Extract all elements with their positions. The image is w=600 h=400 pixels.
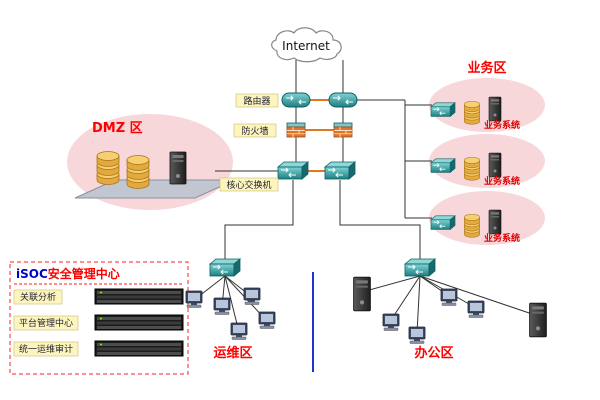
firewall-icon-left <box>286 122 306 138</box>
workstation-icon <box>243 287 261 305</box>
internet-cloud: Internet <box>271 27 342 63</box>
firewall-label: 防火墙 <box>241 125 268 137</box>
router-label-tag <box>235 93 279 108</box>
rack-server-icon-1 <box>94 288 184 305</box>
dmz-server-icon <box>169 151 187 185</box>
ops-zone-label: 运维区 <box>213 345 252 361</box>
isoc-item-label-2: 平台管理中心 <box>19 317 73 329</box>
connection-lines <box>193 60 539 334</box>
router-label: 路由器 <box>243 95 270 107</box>
workstation-icon <box>440 288 458 306</box>
business-zone-ellipse-1 <box>429 78 545 132</box>
workstation-icon <box>213 297 231 315</box>
rack-server-icon-3 <box>94 340 184 357</box>
business-zone-ellipse-2 <box>429 134 545 188</box>
internet-label: Internet <box>282 39 330 53</box>
workstation-icon <box>258 311 276 329</box>
business-system-label-2: 业务系统 <box>484 175 520 187</box>
office-server-icon-left <box>353 276 371 312</box>
firewall-icon-right <box>333 122 353 138</box>
inter-device-links <box>305 99 334 172</box>
isoc-title: iSOC安全管理中心 <box>16 266 120 281</box>
office-devices <box>353 276 547 344</box>
ops-switch-icon <box>209 258 241 277</box>
business-system-label-1: 业务系统 <box>484 119 520 131</box>
storage-disks-icon-2 <box>127 156 149 189</box>
workstation-icon <box>185 290 203 308</box>
rack-server-icon-2 <box>94 314 184 331</box>
zone-labels: DMZ 区 业务区 业务系统 业务系统 业务系统 运维区 办公区 <box>92 60 520 361</box>
ops-workstations <box>185 287 276 340</box>
core-switch-label-tag <box>219 177 279 192</box>
isoc-title-prefix: iSOC <box>16 267 48 281</box>
core-switch-icon-left <box>277 161 309 180</box>
device-row-labels: 路由器 防火墙 核心交换机 <box>219 93 279 192</box>
isoc-item-tag-1 <box>13 289 63 305</box>
firewall-label-tag <box>233 123 277 138</box>
core-switch-label: 核心交换机 <box>226 179 271 191</box>
workstation-icon <box>467 300 485 318</box>
workstation-icon <box>408 326 426 344</box>
isoc-item-label-1: 关联分析 <box>20 291 56 303</box>
workstation-icon <box>230 322 248 340</box>
isoc-item-tag-2 <box>13 315 79 331</box>
business-zone-ellipse-3 <box>429 191 545 245</box>
storage-disks-icon-1 <box>97 152 119 185</box>
business-system-label-3: 业务系统 <box>484 232 520 244</box>
isoc-title-main: 安全管理中心 <box>48 266 120 281</box>
dmz-zone-label: DMZ 区 <box>92 121 143 136</box>
office-server-icon-right <box>529 302 547 338</box>
router-icon-right <box>328 92 358 108</box>
office-zone-label: 办公区 <box>414 345 453 361</box>
office-switch-icon <box>404 258 436 277</box>
core-switch-icon-right <box>324 161 356 180</box>
router-icon-left <box>281 92 311 108</box>
isoc-content: iSOC安全管理中心 关联分析 平台管理中心 统一运维审计 <box>13 266 184 357</box>
isoc-item-tag-3 <box>13 341 79 357</box>
business-zone-label: 业务区 <box>467 60 506 76</box>
workstation-icon <box>382 313 400 331</box>
isoc-item-label-3: 统一运维审计 <box>19 343 73 355</box>
